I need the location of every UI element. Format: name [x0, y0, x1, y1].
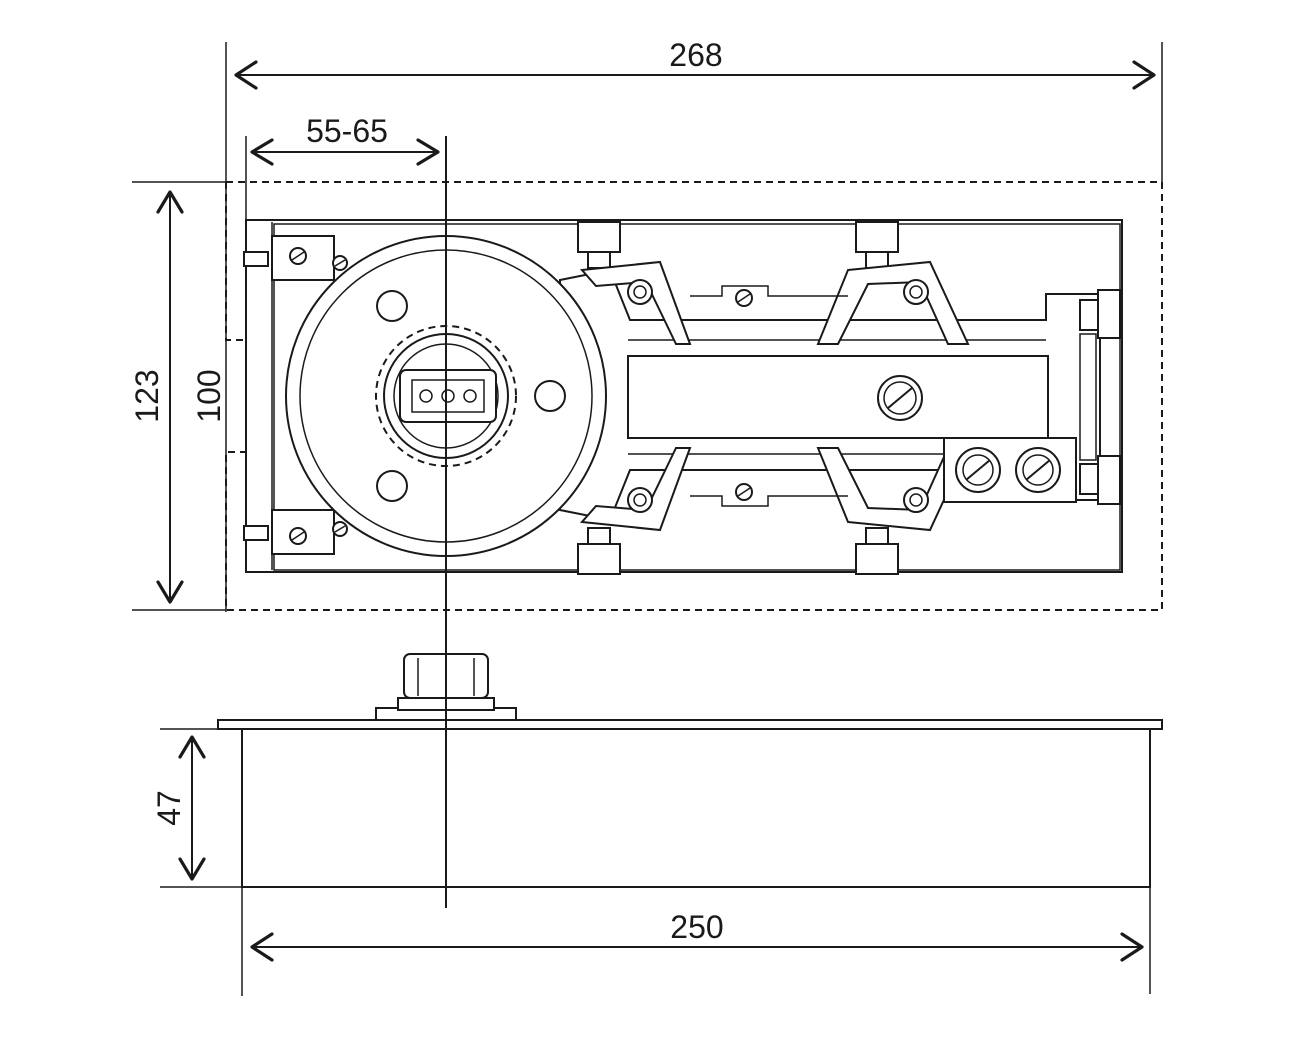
left-clamp-bottom — [243, 509, 348, 555]
adjust-nut-top-1 — [577, 221, 621, 269]
cover-plate-outline — [225, 181, 1163, 611]
end-nut-top — [1079, 289, 1121, 339]
valve-block — [943, 437, 1077, 503]
spring-guide-bottom — [690, 495, 848, 507]
label-overall-width: 123 — [129, 369, 165, 422]
screw-bottom-right — [903, 487, 929, 513]
piston-cylinder — [627, 355, 1049, 439]
body-plan-view — [243, 219, 1123, 575]
screw-top-right — [903, 279, 929, 305]
dimension-body-length: 250 — [241, 887, 1151, 996]
end-cap — [1079, 333, 1097, 461]
label-body-width: 100 — [191, 369, 227, 422]
spring-guide-top — [690, 285, 848, 297]
end-nut-bottom — [1079, 455, 1121, 505]
dimension-height: 47 — [151, 728, 242, 888]
left-clamp-top — [243, 235, 348, 281]
bracket-bottom-left — [579, 447, 692, 532]
screw-guide-bottom — [735, 483, 753, 501]
dimension-overall-width: 123 100 — [129, 181, 227, 611]
screw-guide-top — [735, 289, 753, 307]
bracket-top-left — [579, 260, 692, 345]
label-pivot-offset: 55-65 — [306, 113, 388, 149]
body-side-view — [217, 653, 1163, 888]
screw-cylinder — [877, 375, 923, 421]
adjust-nut-bottom-1 — [577, 527, 621, 575]
label-overall-length: 268 — [669, 37, 722, 73]
adjust-nut-top-2 — [855, 221, 899, 269]
label-body-length: 250 — [670, 909, 723, 945]
screw-top-left — [627, 279, 653, 305]
adjust-nut-bottom-2 — [855, 527, 899, 575]
screw-bottom-left — [627, 487, 653, 513]
spindle-socket — [399, 369, 497, 423]
label-height: 47 — [151, 790, 187, 826]
